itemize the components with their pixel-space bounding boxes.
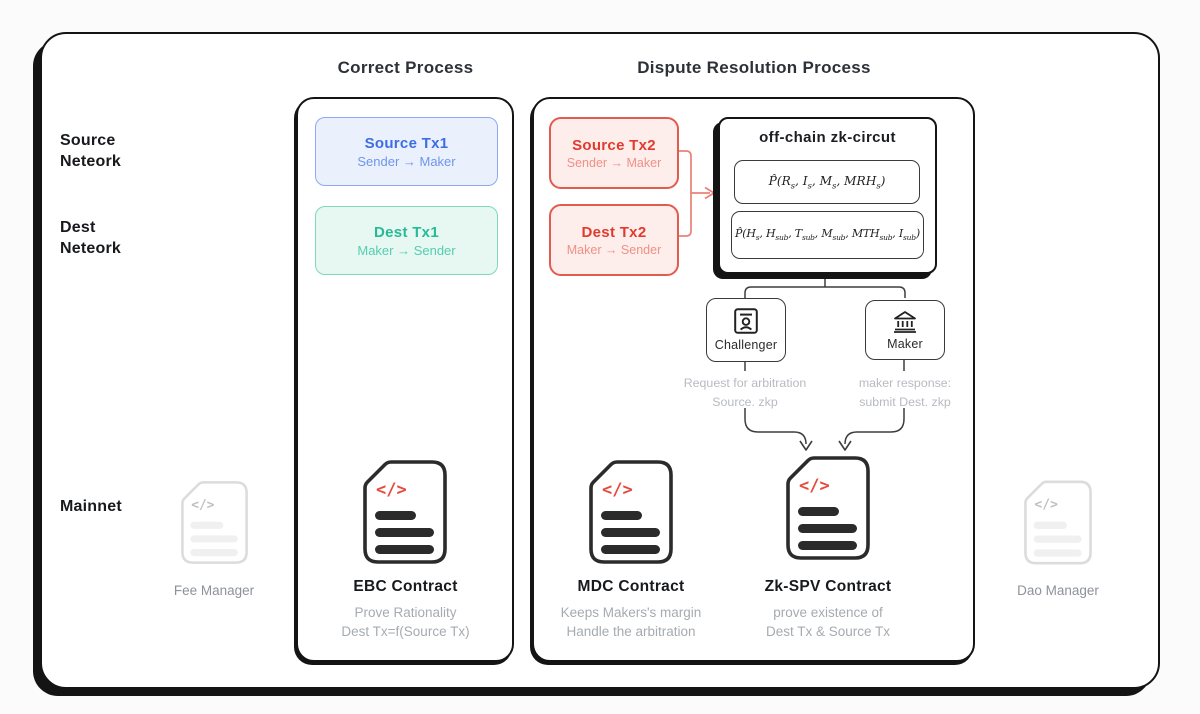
fee-manager-label: Fee Manager [173, 583, 255, 598]
header-correct-process: Correct Process [337, 58, 474, 77]
label-dest-network: Dest Neteork [60, 217, 180, 259]
dest-tx1-title: Dest Tx1 [374, 223, 439, 241]
dest-tx1-subtitle: Maker → Sender [357, 242, 456, 258]
mdc-contract-document-icon: </> [589, 460, 673, 564]
challenger-label: Challenger [714, 338, 778, 352]
maker-box: Maker [865, 300, 945, 360]
dest-tx2-subtitle: Maker → Sender [566, 242, 662, 257]
ebc-contract-title: EBC Contract [353, 578, 458, 595]
maker-response-note-line2: submit Dest. zkp [859, 395, 951, 409]
id-badge-icon [734, 308, 758, 334]
challenger-box: Challenger [706, 298, 786, 362]
request-arbitration-note: Request for arbitration Source. zkp [665, 374, 825, 412]
mdc-contract-desc-line1: Keeps Makers's margin [560, 605, 702, 620]
fee-manager-document-icon: </> [181, 481, 248, 564]
maker-label: Maker [887, 336, 923, 351]
label-dest-network-line1: Dest [60, 219, 96, 236]
zkspv-contract-document-icon: </> [786, 456, 870, 560]
maker-response-note: maker response: submit Dest. zkp [825, 374, 985, 412]
source-tx2-title: Source Tx2 [572, 136, 656, 154]
dao-manager-label: Dao Manager [1017, 583, 1099, 598]
ebc-contract-desc: Prove Rationality Dest Tx=f(Source Tx) [296, 603, 515, 641]
code-icon: </> [602, 480, 633, 500]
label-source-network-line1: Source [60, 132, 116, 149]
label-source-network: Source Neteork [60, 130, 180, 172]
ebc-contract-desc-line2: Dest Tx=f(Source Tx) [341, 624, 470, 639]
formula-2: P̂(Hs, Hsub, Tsub, Msub, MTHsub, Isub) [735, 227, 920, 243]
source-tx2-box: Source Tx2 Sender → Maker [549, 117, 679, 189]
source-tx2-subtitle: Sender → Maker [566, 155, 662, 170]
formula-box-1: P̂(Rs, Is, Ms, MRHs) [734, 160, 920, 204]
label-dest-network-line2: Neteork [60, 240, 121, 257]
zk-circuit-box: off-chain zk-circut P̂(Rs, Is, Ms, MRHs)… [718, 117, 937, 274]
ebc-contract-document-icon: </> [363, 460, 447, 564]
zkspv-contract-desc: prove existence of Dest Tx & Source Tx [738, 603, 918, 641]
source-tx1-subtitle: Sender → Maker [357, 153, 456, 169]
mdc-contract-desc: Keeps Makers's margin Handle the arbitra… [541, 603, 721, 641]
code-icon: </> [1034, 498, 1058, 513]
code-icon: </> [191, 498, 214, 513]
label-source-network-line2: Neteork [60, 153, 121, 170]
request-arbitration-note-line2: Source. zkp [712, 395, 778, 409]
formula-box-2: P̂(Hs, Hsub, Tsub, Msub, MTHsub, Isub) [731, 211, 924, 259]
dao-manager-document-icon: </> [1024, 480, 1092, 565]
label-mainnet: Mainnet [60, 498, 122, 515]
code-icon: </> [376, 480, 407, 500]
maker-response-note-line1: maker response: [858, 376, 952, 390]
dest-tx2-title: Dest Tx2 [581, 223, 647, 241]
bank-icon [894, 310, 916, 333]
mdc-contract-title: MDC Contract [577, 578, 685, 595]
source-tx1-box: Source Tx1 Sender → Maker [315, 117, 498, 186]
header-dispute-process: Dispute Resolution Process [637, 58, 871, 77]
dest-tx1-box: Dest Tx1 Maker → Sender [315, 206, 498, 275]
ebc-contract-desc-line1: Prove Rationality [354, 605, 457, 620]
mdc-contract-desc-line2: Handle the arbitration [566, 624, 696, 639]
dest-tx2-box: Dest Tx2 Maker → Sender [549, 204, 679, 276]
request-arbitration-note-line1: Request for arbitration [683, 376, 807, 390]
correct-process-column [296, 97, 514, 662]
zkspv-contract-desc-line1: prove existence of [773, 605, 883, 620]
source-tx1-title: Source Tx1 [364, 134, 449, 152]
zkspv-contract-title: Zk-SPV Contract [764, 578, 892, 595]
formula-1: P̂(Rs, Is, Ms, MRHs) [768, 173, 886, 191]
zk-circuit-title: off-chain zk-circut [759, 129, 896, 146]
zkspv-contract-desc-line2: Dest Tx & Source Tx [765, 624, 891, 639]
code-icon: </> [799, 476, 830, 496]
